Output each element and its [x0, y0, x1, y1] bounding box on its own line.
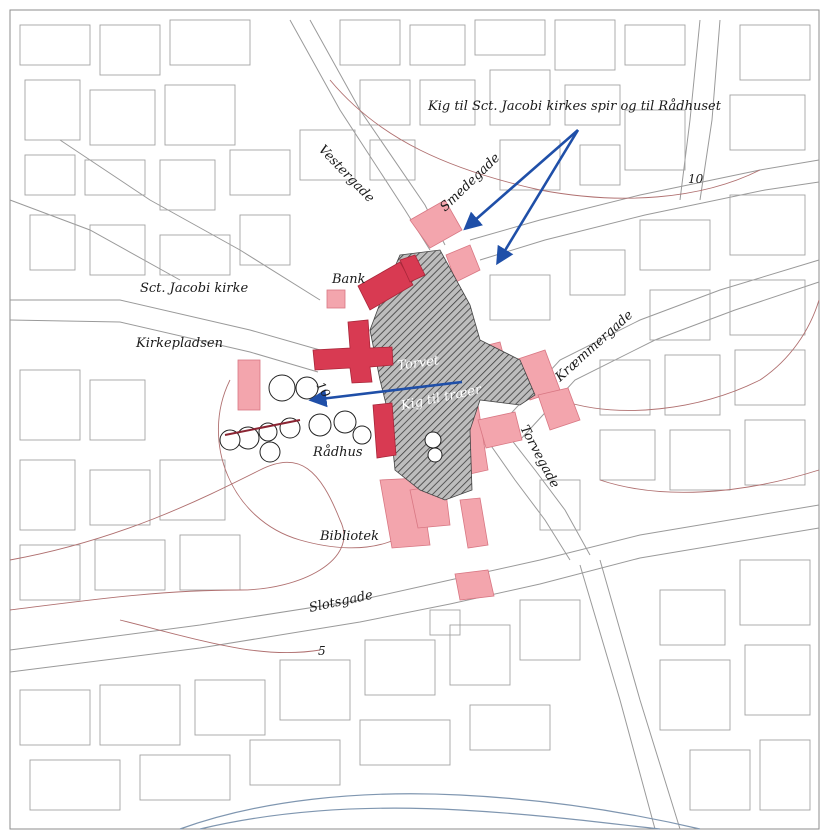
church-label: Sct. Jacobi kirke: [140, 281, 248, 296]
view-arrows: [308, 129, 580, 408]
tree-icon: [427, 447, 443, 463]
contour-10-ne-label: 10: [688, 172, 704, 186]
building-blocks: [19, 19, 811, 811]
bank-label: Bank: [331, 272, 366, 287]
view-arrow-icon: [463, 129, 579, 231]
tree-icon: [268, 374, 296, 402]
view-arrow-icon: [496, 129, 580, 266]
tree-icon: [424, 431, 442, 449]
tree-icon: [259, 441, 281, 463]
church-building: [312, 319, 394, 384]
river: [179, 793, 701, 830]
view-arrow-icon: [308, 380, 463, 408]
radhus-label: Rådhus: [312, 444, 363, 460]
kirkepladsen-label: Kirkepladsen: [135, 336, 223, 351]
tree-icon: [333, 410, 357, 434]
contour-10-w-label: 10: [313, 380, 333, 401]
bank-building: [357, 261, 414, 311]
torvet-label: Torvet: [396, 353, 440, 374]
hatched-square: [369, 249, 536, 501]
view-note-label: Kig til Sct. Jacobi kirkes spir og til R…: [427, 98, 722, 114]
path-line: [224, 419, 301, 436]
highlight-buildings-dark: [312, 254, 426, 459]
tree-icon: [352, 425, 372, 445]
bibliotek-label: Bibliotek: [319, 529, 379, 544]
tree-icon: [308, 413, 332, 437]
contour-5-label: 5: [318, 644, 326, 658]
radhus-building: [372, 402, 397, 459]
